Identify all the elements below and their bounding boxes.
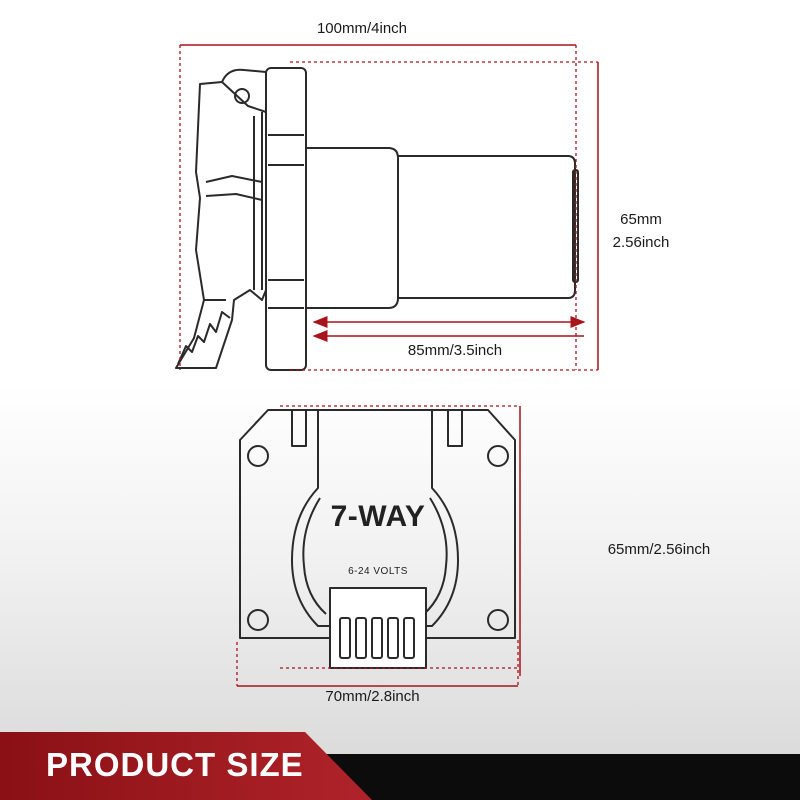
- front-width-label: 70mm/2.8inch: [325, 688, 420, 705]
- front-dimension-lines: [236, 405, 521, 687]
- banner-red-tab: [0, 732, 372, 800]
- front-height-label: 65mm/2.56inch: [607, 541, 711, 558]
- front-pin-4: [387, 617, 399, 659]
- side-height-label: 65mm 2.56inch: [596, 208, 686, 254]
- side-view: [175, 67, 579, 371]
- side-latch-teeth: [177, 311, 231, 365]
- front-pin-3: [371, 617, 383, 659]
- product-size-banner: PRODUCT SIZE: [0, 732, 800, 800]
- mount-hole-bl: [247, 609, 269, 631]
- front-pin-2: [355, 617, 367, 659]
- side-height-mm: 65mm: [620, 211, 662, 228]
- banner-title: PRODUCT SIZE: [46, 746, 304, 783]
- overall-width-label: 100mm/4inch: [316, 20, 408, 37]
- front-flange: [239, 409, 516, 639]
- side-dimension-lines: [179, 44, 599, 371]
- side-hinge-pin: [234, 88, 250, 104]
- front-pin-1: [339, 617, 351, 659]
- side-body-front: [306, 147, 399, 309]
- front-view: [239, 409, 516, 669]
- front-pin-5: [403, 617, 415, 659]
- side-flange: [265, 67, 307, 371]
- body-length-label: 85mm/3.5inch: [407, 342, 503, 359]
- mount-hole-tr: [487, 445, 509, 467]
- front-socket: [291, 410, 338, 627]
- side-lid: [175, 68, 267, 369]
- side-body-rear: [398, 155, 576, 299]
- plug-voltage-label: 6-24 VOLTS: [348, 566, 408, 577]
- side-height-inch: 2.56inch: [612, 234, 670, 251]
- plug-model-label: 7-WAY: [330, 500, 426, 533]
- front-connector-block: [329, 587, 427, 669]
- mount-hole-tl: [247, 445, 269, 467]
- mount-hole-br: [487, 609, 509, 631]
